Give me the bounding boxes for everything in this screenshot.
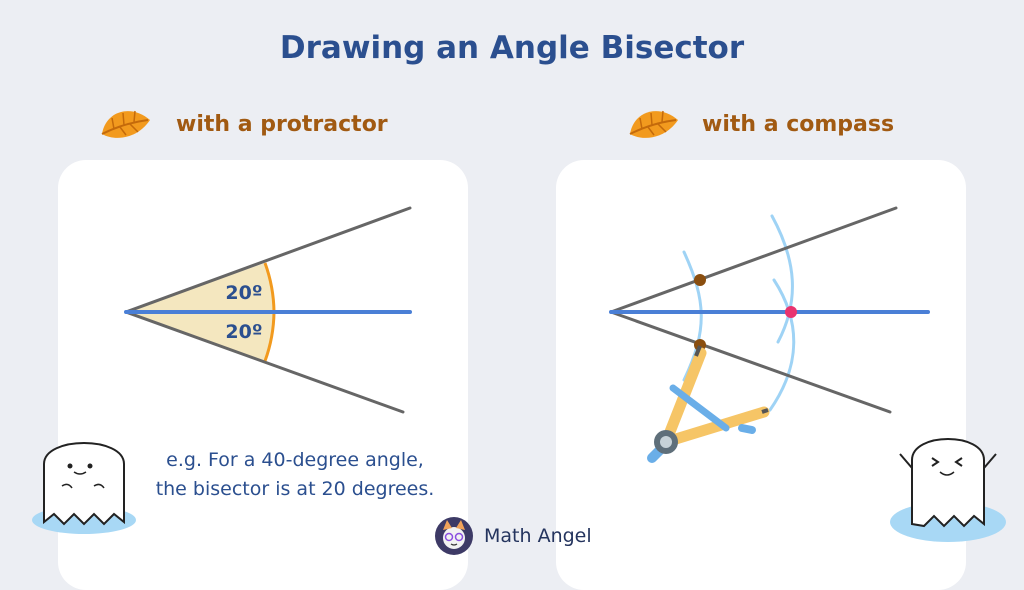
ghost-mascot-left (32, 442, 136, 534)
example-line-2: the bisector is at 20 degrees. (155, 478, 435, 500)
leaf-icon (101, 110, 150, 138)
leaf-icon (629, 110, 678, 138)
compass-subtitle: with a compass (702, 112, 895, 137)
ghost-mascot-right (890, 438, 1006, 542)
lower-ray (124, 310, 405, 414)
lower-ray (609, 310, 892, 414)
page-title: Drawing an Angle Bisector (279, 30, 745, 66)
compass-icon (647, 345, 770, 463)
intersection-point-upper (694, 274, 706, 286)
angle-label-bottom: 20º (225, 321, 262, 343)
upper-ray (124, 206, 412, 314)
compass-diagram (609, 206, 930, 463)
brand-name: Math Angel (484, 525, 592, 547)
intersection-point-bisector (785, 306, 797, 318)
construction-arc-upper (770, 214, 794, 344)
brand: Math Angel (434, 516, 592, 556)
upper-ray (609, 206, 898, 314)
construction-arc-lower (768, 278, 796, 412)
protractor-diagram: 20º 20º (124, 206, 412, 414)
angle-label-top: 20º (225, 282, 262, 304)
math-angel-logo-icon (435, 517, 473, 555)
example-line-1: e.g. For a 40-degree angle, (166, 449, 424, 471)
protractor-subtitle: with a protractor (176, 112, 388, 137)
example-text: e.g. For a 40-degree angle, the bisector… (140, 446, 450, 504)
